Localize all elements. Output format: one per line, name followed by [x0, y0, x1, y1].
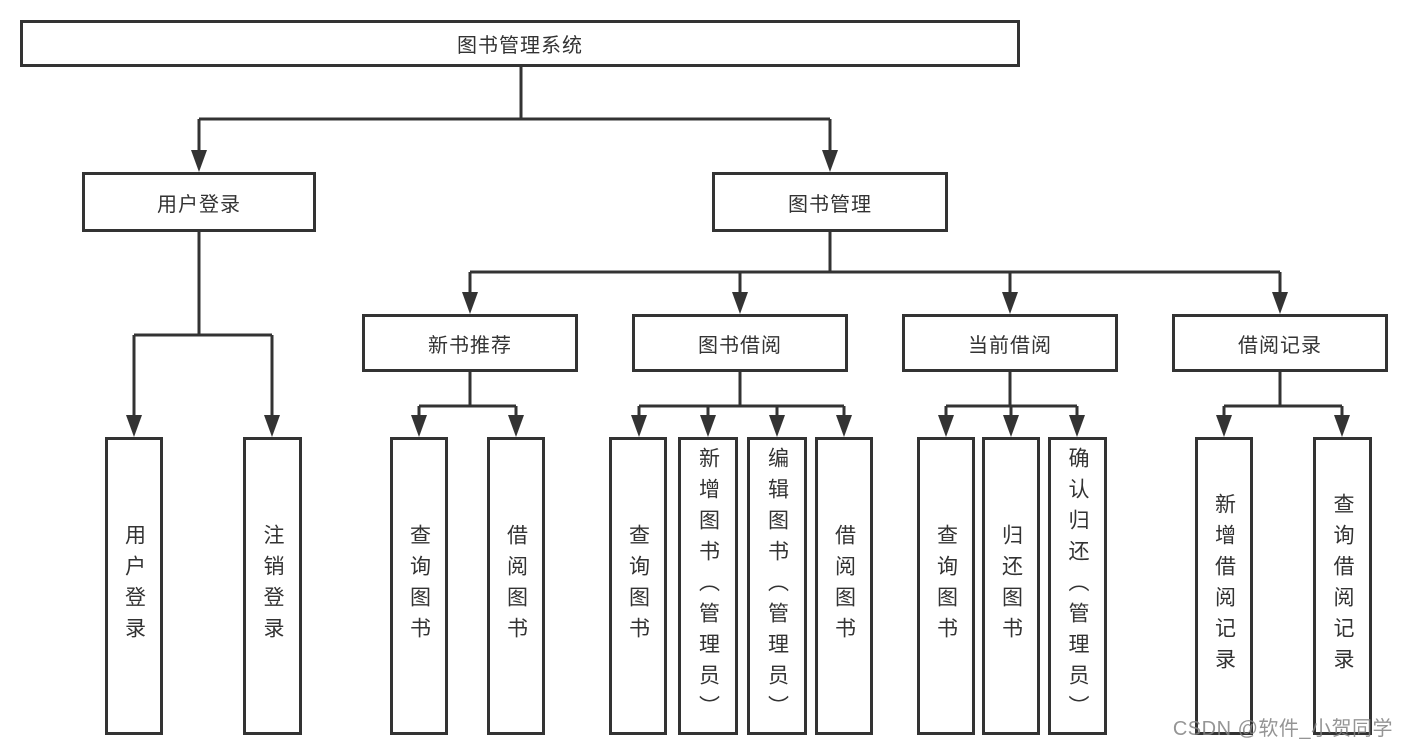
leaf-nb-borrow-books: 借阅图书	[487, 437, 545, 735]
leaf-br-add-record-label: 新增借阅记录	[1212, 493, 1236, 679]
leaf-bb-add-books-label: 新增图书（管理员）	[696, 446, 720, 726]
leaf-bb-borrow-books-label: 借阅图书	[832, 524, 856, 648]
leaf-cb-confirm-return-label: 确认归还（管理员）	[1066, 446, 1089, 726]
node-book-borrow-label: 图书借阅	[698, 334, 782, 357]
leaf-bb-edit-books-label: 编辑图书（管理员）	[765, 446, 789, 726]
leaf-cb-query-books-label: 查询图书	[934, 524, 958, 648]
node-book-borrow: 图书借阅	[632, 314, 848, 372]
node-user-login-label: 用户登录	[157, 193, 241, 216]
arrowheads	[126, 150, 1350, 437]
node-borrow-records-label: 借阅记录	[1238, 334, 1322, 357]
leaf-nb-query-books: 查询图书	[390, 437, 448, 735]
leaf-br-query-record-label: 查询借阅记录	[1331, 493, 1354, 679]
node-borrow-records: 借阅记录	[1172, 314, 1388, 372]
node-root: 图书管理系统	[20, 20, 1020, 67]
leaf-user-login-label: 用户登录	[122, 524, 146, 648]
leaf-logout: 注销登录	[243, 437, 302, 735]
leaf-cb-query-books: 查询图书	[917, 437, 975, 735]
node-new-books: 新书推荐	[362, 314, 578, 372]
leaf-nb-query-books-label: 查询图书	[407, 524, 431, 648]
node-book-mgmt: 图书管理	[712, 172, 948, 232]
leaf-br-add-record: 新增借阅记录	[1195, 437, 1253, 735]
leaf-bb-add-books: 新增图书（管理员）	[678, 437, 738, 735]
node-book-mgmt-label: 图书管理	[788, 193, 872, 216]
node-current-borrow-label: 当前借阅	[968, 334, 1052, 357]
leaf-logout-label: 注销登录	[261, 524, 284, 648]
csdn-watermark: CSDN @软件_小贺同学	[1172, 718, 1393, 740]
leaf-bb-borrow-books: 借阅图书	[815, 437, 873, 735]
leaf-cb-return-books-label: 归还图书	[999, 524, 1023, 648]
leaf-cb-return-books: 归还图书	[982, 437, 1040, 735]
leaf-cb-confirm-return: 确认归还（管理员）	[1048, 437, 1107, 735]
node-user-login: 用户登录	[82, 172, 316, 232]
leaf-bb-query-books-label: 查询图书	[626, 524, 650, 648]
node-current-borrow: 当前借阅	[902, 314, 1118, 372]
leaf-user-login: 用户登录	[105, 437, 163, 735]
node-root-label: 图书管理系统	[457, 35, 583, 57]
leaf-bb-query-books: 查询图书	[609, 437, 667, 735]
node-new-books-label: 新书推荐	[428, 334, 512, 357]
leaf-nb-borrow-books-label: 借阅图书	[504, 524, 528, 648]
leaf-bb-edit-books: 编辑图书（管理员）	[747, 437, 807, 735]
leaf-br-query-record: 查询借阅记录	[1313, 437, 1372, 735]
